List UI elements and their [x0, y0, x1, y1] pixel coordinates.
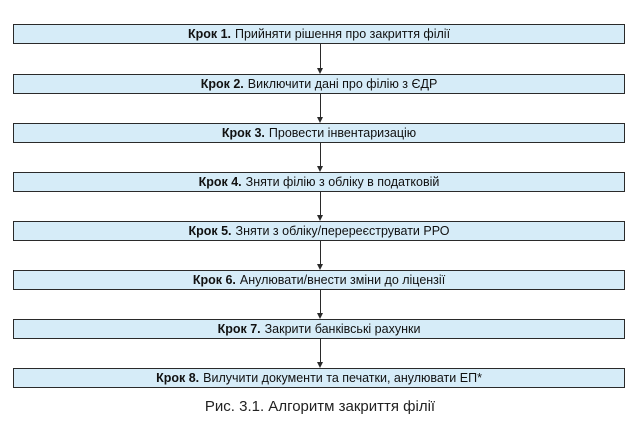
- step-8-box: Крок 8. Вилучити документи та печатки, а…: [13, 368, 625, 388]
- step-7-box: Крок 7. Закрити банківські рахунки: [13, 319, 625, 339]
- arrow-6-7: [317, 290, 325, 319]
- step-6-box: Крок 6. Анулювати/внести зміни до ліценз…: [13, 270, 625, 290]
- step-1-label: Крок 1.: [187, 27, 231, 41]
- step-1-box: Крок 1. Прийняти рішення про закриття фі…: [13, 24, 625, 44]
- step-7-text: Закрити банківські рахунки: [264, 322, 421, 336]
- step-8-label: Крок 8.: [156, 371, 200, 385]
- step-7-label: Крок 7.: [217, 322, 261, 336]
- step-2-text: Виключити дані про філію з ЄДР: [247, 77, 438, 91]
- arrow-2-3: [317, 94, 325, 123]
- figure-caption: Рис. 3.1. Алгоритм закриття філії: [204, 398, 436, 415]
- arrow-1-2: [317, 44, 325, 74]
- step-3-box: Крок 3. Провести інвентаризацію: [13, 123, 625, 143]
- step-4-label: Крок 4.: [198, 175, 242, 189]
- step-4-box: Крок 4. Зняти філію з обліку в податкові…: [13, 172, 625, 192]
- step-5-label: Крок 5.: [188, 224, 232, 238]
- step-3-text: Провести інвентаризацію: [268, 126, 417, 140]
- step-2-label: Крок 2.: [200, 77, 244, 91]
- step-6-label: Крок 6.: [192, 273, 236, 287]
- step-5-box: Крок 5. Зняти з обліку/перереєструвати Р…: [13, 221, 625, 241]
- arrow-7-8: [317, 339, 325, 368]
- arrow-4-5: [317, 192, 325, 221]
- step-5-text: Зняти з обліку/перереєструвати РРО: [235, 224, 450, 238]
- arrow-3-4: [317, 143, 325, 172]
- step-2-box: Крок 2. Виключити дані про філію з ЄДР: [13, 74, 625, 94]
- step-1-text: Прийняти рішення про закриття філії: [235, 27, 451, 41]
- step-8-text: Вилучити документи та печатки, анулювати…: [203, 371, 482, 385]
- arrow-5-6: [317, 241, 325, 270]
- step-3-label: Крок 3.: [221, 126, 265, 140]
- step-6-text: Анулювати/внести зміни до ліцензії: [239, 273, 446, 287]
- step-4-text: Зняти філію з обліку в податковій: [245, 175, 440, 189]
